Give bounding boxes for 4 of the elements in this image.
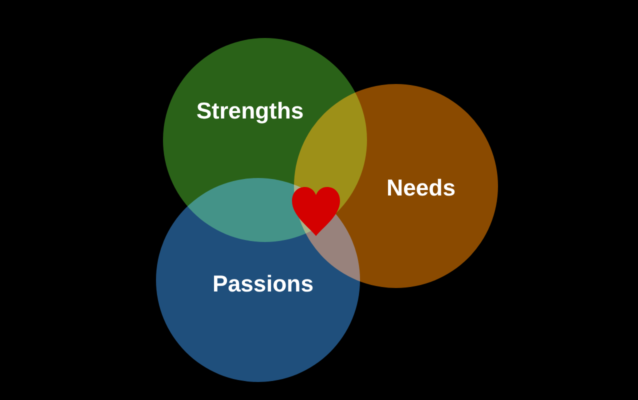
venn-circle	[156, 178, 360, 382]
circle-label: Strengths	[196, 98, 304, 124]
circle-label: Passions	[212, 270, 314, 298]
circle-label: Needs	[386, 174, 456, 202]
